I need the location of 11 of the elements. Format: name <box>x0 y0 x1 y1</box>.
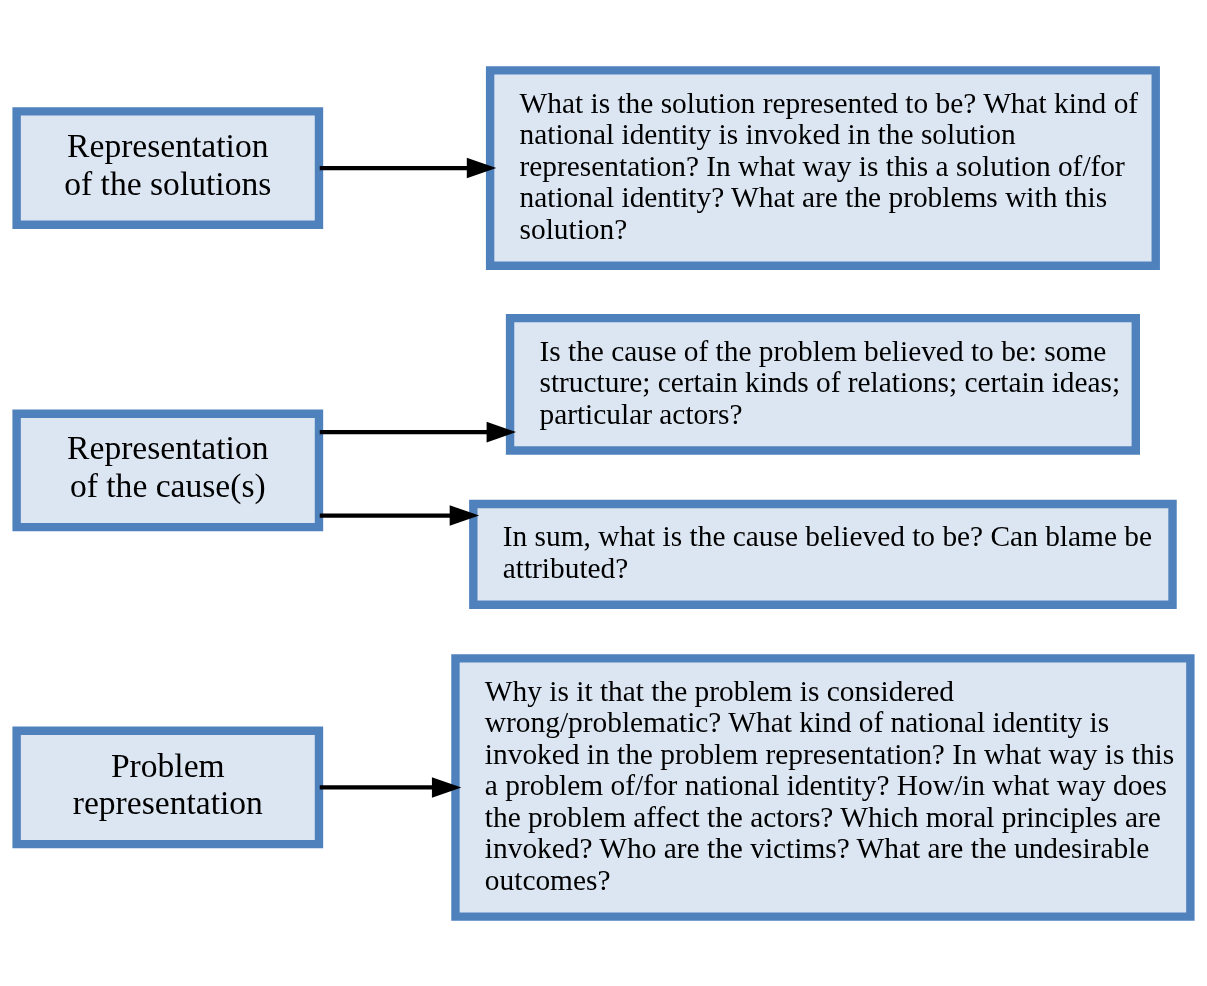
arrow <box>319 157 497 178</box>
node-box: Representation of the cause(s) <box>12 409 324 531</box>
node-box: In sum, what is the cause believed to be? Can blame be attributed? <box>469 499 1177 609</box>
arrow <box>319 421 517 442</box>
node-box: Problem representation <box>12 726 324 848</box>
node-box: Why is it that the problem is considered wrong/problematic? What kind of national identity is invoked in the problem representation? In what way is this a problem of/for national identity? How/in what way does the problem affect the actors? Which moral principles are invoked? Who are the victims? What are the undesirable outcomes? <box>451 653 1195 921</box>
node-box: What is the solution represented to be? What kind of national identity is invoked in the solution representation? In what way is this a solution of/for national identity? What are the problems with this solution? <box>485 65 1160 270</box>
arrow <box>319 776 462 798</box>
arrow <box>319 504 480 526</box>
node-box: Representation of the solutions <box>12 106 324 229</box>
node-box: Is the cause of the problem believed to be: some structure; certain kinds of relations; certain ideas; particular actors? <box>505 313 1140 455</box>
